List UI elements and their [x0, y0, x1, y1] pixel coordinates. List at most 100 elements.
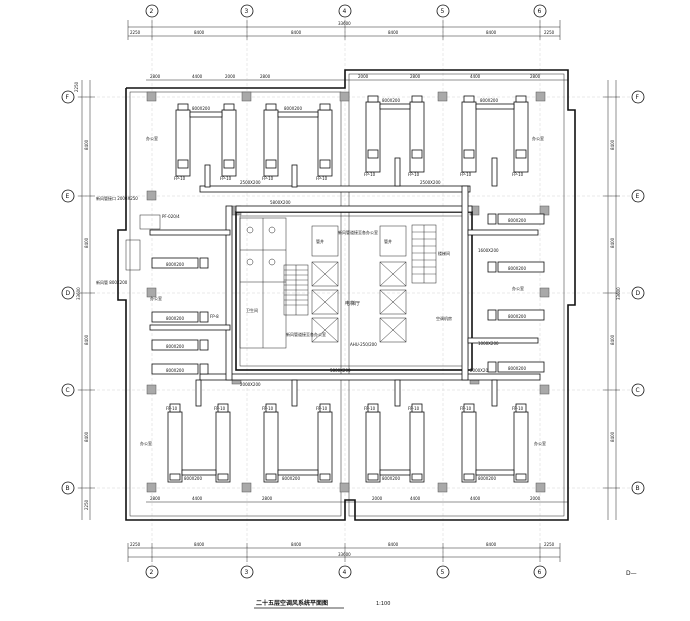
right-dim-4: 8400 — [610, 431, 615, 442]
bottom-inner-2: 4400 — [192, 496, 203, 501]
fcu-label-b5: FP-10 — [364, 406, 376, 411]
right-fcu-1: 800X200 — [508, 218, 526, 223]
fcu-label-t3: FP-10 — [262, 176, 274, 181]
right-fcu-2: 800X200 — [508, 266, 526, 271]
right-duct-label: 1600X200 — [478, 248, 499, 253]
axis-left-B: B — [66, 485, 70, 492]
top-inner-4: 2800 — [260, 74, 271, 79]
building-outline — [117, 69, 576, 521]
left-fcu-label: FP-8 — [210, 314, 219, 319]
axis-grid — [72, 18, 640, 565]
left-fcu-1: 800X200 — [166, 262, 184, 267]
top-dimensions: 2250 8400 8400 8400 8400 2250 33600 — [127, 20, 561, 40]
left-dim-2: 8400 — [84, 139, 89, 150]
axis-bubbles-bottom: 2 3 4 5 6 — [145, 565, 547, 579]
duct-label-b4: 800X200 — [478, 476, 496, 481]
central-core: 卫生间 电梯厅 楼梯间 — [235, 211, 473, 371]
axis-top-4: 4 — [343, 8, 347, 15]
top-dim-1: 2250 — [130, 30, 141, 35]
left-dimensions: 2250 8400 8400 8400 8400 2250 33600 — [74, 80, 95, 520]
top-fcu-row: FP-10 FP-10 FP-10 FP-10 FP-10 FP-10 FP-1… — [146, 95, 544, 188]
bottom-dim-5: 8400 — [486, 542, 497, 547]
right-dim-total: 33600 — [616, 287, 621, 300]
left-fcu-2: 800X200 — [166, 316, 184, 321]
fcu-label-b7: FP-10 — [460, 406, 472, 411]
top-inner-7: 4400 — [470, 74, 481, 79]
axis-bubbles-left: F E D C B — [61, 90, 75, 495]
trunk-label-top-right: 2500X200 — [420, 180, 441, 185]
right-dim-3: 8400 — [610, 334, 615, 345]
axis-top-5: 5 — [441, 8, 445, 15]
bottom-dim-2: 8400 — [194, 542, 205, 547]
axis-right-D: D — [636, 290, 641, 297]
top-inner-5: 2000 — [358, 74, 369, 79]
bottom-inner-dimensions: 2800 4400 2800 2000 4400 4400 2000 — [146, 496, 568, 503]
pipe-note-b: 新风管道接至各办公室 — [286, 331, 326, 337]
ahu-label: AHU-250/200 — [350, 342, 377, 347]
right-dim-2: 8400 — [610, 237, 615, 248]
trunk-label-bottom-left: 2000X200 — [240, 382, 261, 387]
office-label-tl: 办公室 — [146, 135, 158, 141]
axis-bottom-4: 4 — [343, 569, 347, 576]
fresh-air-left2: 新风管 800X200 — [96, 279, 128, 285]
fresh-air-unit: PF-020/4 — [162, 214, 180, 219]
top-inner-3: 2000 — [225, 74, 236, 79]
fcu-label-t6: FP-10 — [408, 172, 420, 177]
fcu-label-b3: FP-10 — [262, 406, 274, 411]
bottom-inner-5: 4400 — [410, 496, 421, 501]
axis-bottom-2: 2 — [150, 569, 154, 576]
fcu-label-b2: FP-10 — [214, 406, 226, 411]
north-mark: D— — [626, 570, 637, 577]
axis-bottom-3: 3 — [245, 569, 249, 576]
fcu-label-t2: FP-10 — [220, 176, 232, 181]
axis-bubbles-right: F E D C B — [631, 90, 645, 495]
stair-treads-right — [412, 231, 436, 275]
drawing-title: 二十五层空调风系统平面图 — [256, 599, 328, 607]
trunk-label-top: 2500X200 — [240, 180, 261, 185]
duct-label-b2: 800X200 — [282, 476, 300, 481]
top-dim-2: 8400 — [194, 30, 205, 35]
axis-right-E: E — [636, 193, 640, 200]
bottom-dim-6: 2250 — [544, 542, 555, 547]
fcu-label-t7: FP-10 — [460, 172, 472, 177]
left-dim-4: 8400 — [84, 334, 89, 345]
axis-left-E: E — [66, 193, 70, 200]
bottom-dim-1: 2250 — [130, 542, 141, 547]
fcu-label-b8: FP-10 — [512, 406, 524, 411]
drawing-title-block: 二十五层空调风系统平面图 1:100 D— — [254, 570, 637, 609]
core-bottom-duct-label: 5800X200 — [330, 368, 351, 373]
left-dim-1: 2250 — [74, 81, 79, 92]
fcu-label-t8: FP-10 — [512, 172, 524, 177]
bottom-inner-4: 2000 — [372, 496, 383, 501]
shaft-label-right: 管井 — [384, 238, 392, 244]
right-dim-1: 8400 — [610, 139, 615, 150]
fcu-label-t4: FP-10 — [316, 176, 328, 181]
fresh-air-left: 新风管接口 2000X250 — [96, 195, 138, 201]
axis-left-D: D — [66, 290, 71, 297]
left-fcu-3: 800X200 — [166, 344, 184, 349]
top-inner-2: 4400 — [192, 74, 203, 79]
axis-left-F: F — [66, 94, 70, 101]
columns — [146, 91, 550, 493]
axis-right-B: B — [636, 485, 640, 492]
top-inner-1: 2800 — [150, 74, 161, 79]
elevator-hall-label: 电梯厅 — [345, 300, 360, 307]
left-fcu-4: 800X200 — [166, 368, 184, 373]
stair-label: 楼梯间 — [438, 250, 450, 256]
duct-label-b3: 800X200 — [382, 476, 400, 481]
right-fcu-4: 800X200 — [508, 366, 526, 371]
equipment-room-label: 空调机房 — [436, 315, 452, 321]
fcu-label-t1: FP-10 — [174, 176, 186, 181]
left-dim-3: 8400 — [84, 237, 89, 248]
bottom-inner-6: 4400 — [470, 496, 481, 501]
fcu-label-b1: FP-10 — [166, 406, 178, 411]
right-fcu-group: 800X200 800X200 800X200 800X200 办公室 1600… — [478, 213, 545, 373]
top-inner-8: 2800 — [530, 74, 541, 79]
axis-bubbles-top: 2 3 4 5 6 — [145, 4, 547, 18]
top-inner-6: 2800 — [410, 74, 421, 79]
bottom-inner-3: 2800 — [262, 496, 273, 501]
office-label-left: 办公室 — [150, 295, 162, 301]
stair-treads-left — [284, 269, 308, 306]
